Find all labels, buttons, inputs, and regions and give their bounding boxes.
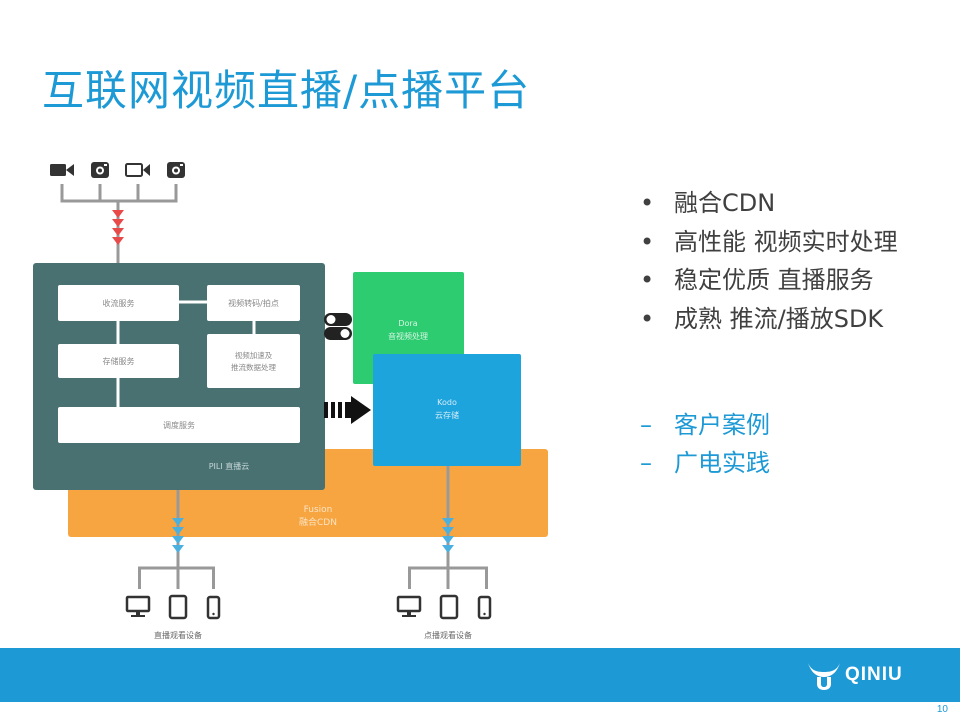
feature-item: •融合CDN (640, 189, 776, 217)
page-title: 互联网视频直播/点播平台 (42, 66, 531, 115)
feature-item: •高性能 视频实时处理 (640, 227, 898, 256)
page-number: 10 (936, 704, 948, 715)
dora-title: Dora (398, 319, 417, 328)
monitor-icon (125, 595, 151, 617)
tablet-icon (168, 594, 188, 620)
feature-item: •成熟 推流/播放SDK (640, 304, 884, 333)
phone-icon (206, 595, 221, 620)
sub-topic-list: –客户案例 –广电实践 (640, 406, 770, 482)
video-camera-icon (50, 164, 74, 176)
fusion-title: Fusion (304, 505, 333, 515)
tablet-icon (439, 594, 459, 620)
storage-box (58, 344, 179, 378)
download-arrow-icon (442, 518, 454, 553)
dispatch-label: 调度服务 (163, 420, 195, 430)
transcode-label: 视频转码/拍点 (228, 298, 279, 308)
live-devices-caption: 直播观看设备 (154, 630, 202, 640)
link-broadcast-practice[interactable]: –广电实践 (640, 449, 770, 477)
feature-list: •融合CDN •高性能 视频实时处理 •稳定优质 直播服务 •成熟 推流/播放S… (640, 184, 898, 338)
logo-text: QINIU (845, 664, 903, 685)
feature-item: •稳定优质 直播服务 (640, 266, 874, 294)
panel-connectors (116, 300, 256, 407)
dora-subtitle: 音视频处理 (388, 331, 428, 341)
camera-icon (167, 162, 185, 178)
process-label-line: 视频加速及 (235, 350, 273, 360)
toggle-icon (324, 313, 352, 340)
monitor-icon (396, 595, 422, 617)
video-camera-icon (125, 163, 150, 177)
footer-bar (0, 648, 960, 702)
storage-label: 存储服务 (103, 356, 135, 366)
kodo-subtitle: 云存储 (435, 410, 459, 420)
vod-devices-caption: 点播观看设备 (424, 630, 472, 640)
link-customer-cases[interactable]: –客户案例 (640, 411, 770, 439)
bull-icon (808, 663, 840, 690)
process-box (207, 334, 300, 388)
kodo-box (373, 354, 521, 466)
process-label: 视频加速及推流数据处理 (231, 350, 276, 372)
transcode-box (207, 285, 300, 321)
fusion-subtitle: 融合CDN (299, 516, 337, 528)
download-arrow-icon (172, 518, 184, 553)
qiniu-logo: QINIU (805, 655, 923, 695)
camera-icon (91, 162, 109, 178)
transfer-arrow-icon (324, 396, 371, 424)
kodo-title: Kodo (437, 398, 457, 407)
dispatch-box (58, 407, 300, 443)
process-label-line: 推流数据处理 (231, 362, 276, 372)
ingest-label: 收流服务 (103, 298, 135, 308)
upload-arrow-icon (112, 210, 124, 245)
phone-icon (477, 595, 492, 620)
pili-panel-label: PILI 直播云 (209, 461, 250, 471)
architecture-diagram: Fusion 融合CDN 收流服务 视频转码/拍点 存储服务 视频加速及推流数据… (33, 162, 548, 640)
ingest-box (58, 285, 179, 321)
